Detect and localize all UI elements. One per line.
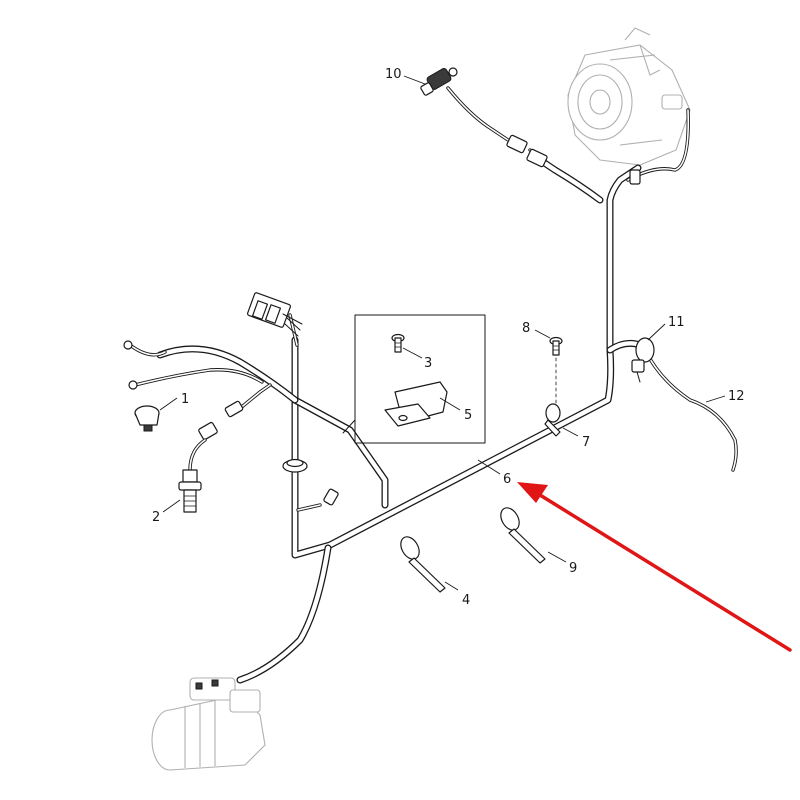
key-connector-icon [631,337,655,383]
cable-tie-icon [400,536,446,593]
callout-3: 3 [424,356,432,371]
wire-clip-icon [629,169,641,185]
ring-terminal-icon [123,340,138,390]
callout-11: 11 [668,315,685,330]
multi-pin-connector-icon [247,292,303,337]
callout-6: 6 [503,472,511,487]
wire-connector-icon [224,400,244,418]
sender-unit-icon [134,405,160,432]
bracket-detail-box [342,314,486,444]
callout-1: 1 [181,392,189,407]
bolt-icon [391,333,405,353]
wiring-harness [156,156,644,684]
cable-tie-icon [500,507,546,564]
callout-2: 2 [152,510,160,525]
callout-8: 8 [522,321,530,336]
callout-7: 7 [582,435,590,450]
wire-connector-icon [506,134,548,168]
leader-lines [159,75,726,591]
bracket-icon [384,381,448,427]
pressure-sensor-icon [420,67,458,96]
alternator-icon [567,27,691,166]
inline-connector-icon [323,488,339,506]
callout-12: 12 [728,389,745,404]
temperature-sensor-icon [178,421,218,513]
bolt-icon [549,336,563,356]
callout-9: 9 [569,561,577,576]
callout-10: 10 [385,67,402,82]
grommet-icon [282,458,308,473]
red-arrow-icon [517,482,792,652]
callout-4: 4 [462,593,470,608]
harness-clip-icon [544,403,561,437]
starter-motor-icon [151,677,266,771]
callout-5: 5 [464,408,472,423]
callout-labels: 1 2 3 4 5 6 7 8 9 10 11 12 [152,67,745,608]
